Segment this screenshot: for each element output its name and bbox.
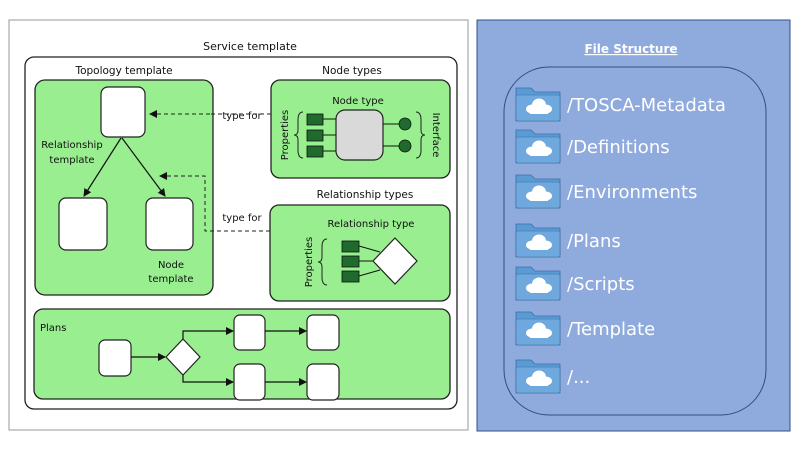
type-for-label-1: type for	[222, 111, 262, 122]
folder-item[interactable]: /Plans	[515, 223, 621, 258]
service-template-title: Service template	[203, 40, 297, 53]
cloud-folder-icon	[515, 174, 561, 209]
node-template-left	[58, 197, 108, 251]
file-structure-title: File Structure	[584, 42, 677, 56]
relationship-property-slot-3	[341, 270, 360, 283]
plans-title: Plans	[40, 323, 66, 334]
folder-label: /Scripts	[567, 274, 635, 295]
folder-item[interactable]: /Environments	[515, 174, 697, 209]
folder-label: /Environments	[567, 182, 697, 203]
relationship-type-properties-label: Properties	[304, 237, 315, 288]
node-property-slot-3	[306, 145, 324, 158]
plan-task-lower-2	[306, 363, 340, 401]
node-type-interface-label: Interface	[430, 113, 441, 158]
folder-label: /TOSCA-Metadata	[567, 95, 726, 116]
relationship-arrow-left	[83, 137, 122, 197]
relationship-template-label-2: template	[49, 155, 94, 166]
relationship-property-slot-1	[341, 240, 360, 253]
cloud-folder-icon	[515, 87, 561, 122]
node-types-title: Node types	[322, 65, 382, 77]
cloud-folder-icon	[515, 129, 561, 164]
folder-item[interactable]: /Scripts	[515, 266, 635, 301]
cloud-folder-icon	[515, 266, 561, 301]
plan-task-lower-1	[233, 363, 266, 401]
relationship-property-link-1	[358, 245, 381, 253]
file-structure-list: /TOSCA-Metadata/Definitions/Environments…	[515, 87, 726, 394]
relationship-type-diamond	[372, 237, 418, 285]
plan-arrow-upper-branch	[182, 327, 234, 339]
folder-label: /Template	[567, 319, 655, 340]
relationship-template-label-1: Relationship	[41, 140, 102, 151]
type-for-arrow-2	[159, 172, 270, 232]
relationship-types-box	[269, 204, 451, 302]
node-type-body	[335, 109, 384, 161]
relationship-arrow-right	[121, 137, 166, 197]
plan-task-upper-2	[306, 314, 340, 351]
topology-template-title: Topology template	[74, 65, 172, 77]
node-template-top	[100, 86, 146, 138]
cloud-folder-icon	[515, 311, 561, 346]
node-template-right	[145, 197, 194, 251]
type-for-label-2: type for	[222, 213, 262, 224]
folder-item[interactable]: /...	[515, 359, 590, 394]
plan-arrow-lower-branch	[182, 375, 234, 386]
folder-item[interactable]: /Template	[515, 311, 655, 346]
node-template-label-2: template	[148, 274, 193, 285]
node-type-inner-title: Node type	[332, 96, 384, 107]
relationship-property-slot-2	[341, 255, 360, 268]
node-interface-port-1	[398, 117, 412, 131]
node-type-interface-brace	[415, 111, 426, 159]
folder-item[interactable]: /TOSCA-Metadata	[515, 87, 726, 122]
plan-task-upper-1	[233, 314, 266, 351]
relationship-types-title: Relationship types	[317, 189, 414, 201]
node-property-slot-1	[306, 113, 324, 126]
relationship-type-inner-title: Relationship type	[328, 219, 415, 230]
relationship-property-link-3	[358, 269, 381, 277]
cloud-folder-icon	[515, 359, 561, 394]
node-type-properties-label: Properties	[280, 110, 291, 161]
relationship-type-properties-brace	[317, 238, 328, 286]
folder-item[interactable]: /Definitions	[515, 129, 670, 164]
node-interface-port-2	[398, 139, 412, 153]
folder-label: /Plans	[567, 231, 621, 252]
cloud-folder-icon	[515, 223, 561, 258]
node-property-slot-2	[306, 129, 324, 142]
node-type-properties-brace	[293, 111, 304, 159]
node-template-label-1: Node	[158, 260, 184, 271]
plan-start-task	[98, 339, 132, 377]
folder-label: /Definitions	[567, 137, 670, 158]
file-structure-container	[503, 66, 767, 416]
folder-label: /...	[567, 367, 590, 388]
